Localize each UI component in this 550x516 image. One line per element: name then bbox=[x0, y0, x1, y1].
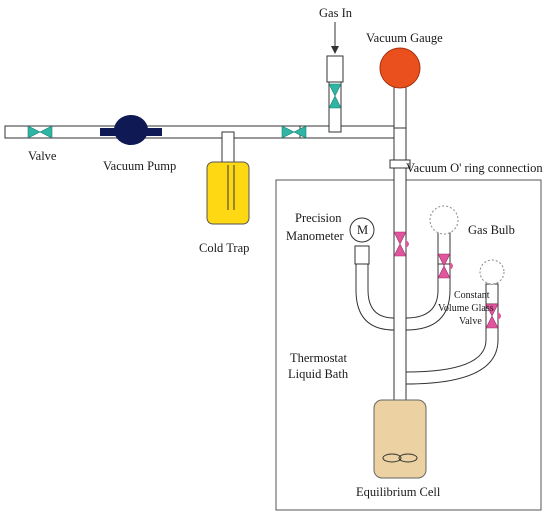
bow-tie-valve-icon bbox=[328, 83, 342, 109]
equilibrium-cell-icon bbox=[373, 399, 427, 479]
constant-volume-label-2: Volume Glass bbox=[438, 303, 494, 314]
cold-trap-pipe bbox=[221, 131, 235, 165]
manometer-branch bbox=[355, 262, 395, 331]
bow-tie-valve-icon bbox=[485, 303, 501, 329]
constant-valve-branch-inner bbox=[405, 300, 487, 373]
manometer-symbol: M bbox=[357, 223, 368, 237]
bow-tie-valve-icon bbox=[393, 231, 409, 257]
gas-bulb-branch bbox=[405, 262, 451, 331]
oring-connection bbox=[389, 159, 411, 169]
bow-tie-valve-icon bbox=[437, 253, 453, 279]
thermostat-label-2: Liquid Bath bbox=[288, 367, 349, 381]
vacuum-oring-label: Vacuum O' ring connection bbox=[406, 161, 543, 175]
vacuum-pump-label: Vacuum Pump bbox=[103, 159, 176, 173]
constant-volume-label-3: Valve bbox=[459, 316, 482, 327]
precision-manometer-label-2: Manometer bbox=[286, 229, 344, 243]
bow-tie-valve-icon bbox=[27, 125, 53, 139]
bulb-icon bbox=[429, 205, 459, 235]
vacuum-gauge-label: Vacuum Gauge bbox=[366, 31, 443, 45]
precision-manometer-label-1: Precision bbox=[295, 211, 342, 225]
constant-volume-label-1: Constant bbox=[454, 290, 490, 301]
pump-icon bbox=[100, 115, 162, 145]
main-vertical-pipe bbox=[393, 127, 407, 409]
constant-valve-branch bbox=[405, 300, 499, 385]
main-pipe-right bbox=[299, 125, 407, 139]
gas-bulb-branch-inner bbox=[405, 262, 439, 319]
gauge-icon bbox=[379, 47, 421, 89]
cold-trap-label: Cold Trap bbox=[199, 241, 249, 255]
valve-label: Valve bbox=[28, 149, 57, 163]
manometer-branch-inner bbox=[367, 262, 395, 319]
bow-tie-valve-icon bbox=[281, 125, 307, 139]
stirrer-icon bbox=[398, 453, 418, 463]
gauge-stem bbox=[393, 85, 407, 131]
stirrer-icon bbox=[382, 453, 402, 463]
equilibrium-cell-label: Equilibrium Cell bbox=[356, 485, 441, 499]
thermostat-label-1: Thermostat bbox=[290, 351, 347, 365]
bulb-icon bbox=[349, 217, 375, 243]
gas-bulb-label: Gas Bulb bbox=[468, 223, 515, 237]
manometer-neck bbox=[354, 245, 370, 265]
gas-in-label: Gas In bbox=[319, 6, 353, 20]
gas-in-cap bbox=[326, 55, 344, 83]
thermostat-bath-box bbox=[275, 179, 542, 511]
bulb-icon bbox=[479, 259, 505, 285]
